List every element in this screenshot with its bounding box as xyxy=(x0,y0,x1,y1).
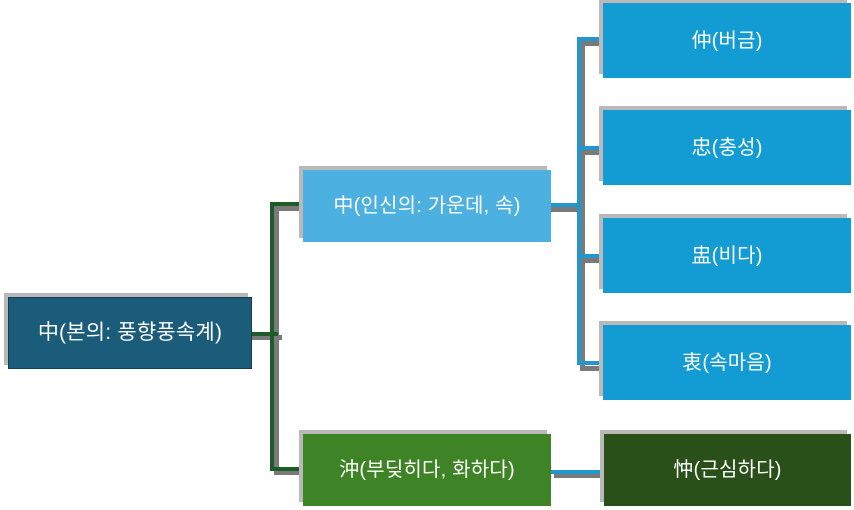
node-leaf-4-fill xyxy=(604,434,851,506)
node-branch-collide-label: 沖(부딪히다, 화하다) xyxy=(339,459,515,481)
edge-root-trunk-shadow xyxy=(274,206,279,475)
node-leaf-1-label: 忠(충성) xyxy=(691,136,763,159)
node-leaf-3-fill xyxy=(603,325,851,400)
node-root-label: 中(본의: 풍향풍속계) xyxy=(37,321,223,345)
node-leaf-chong-worry[interactable]: 忡(근심하다) xyxy=(600,430,851,506)
node-leaf-0-fill xyxy=(603,3,851,78)
edge-middle-to-leaf-2 xyxy=(577,254,603,258)
edge-root-to-branch-collide xyxy=(270,467,303,471)
edge-root-stem xyxy=(250,332,278,336)
edge-middle-to-leaf-0 xyxy=(577,37,603,41)
edge-middle-to-leaf-3 xyxy=(577,361,603,365)
edge-collide-shadow xyxy=(554,474,606,478)
edge-middle-arm2-shadow xyxy=(580,258,604,263)
edge-root-top-arm-shadow xyxy=(274,206,304,211)
node-leaf-0-label: 仲(버금) xyxy=(691,29,763,52)
node-leaf-3-label: 衷(속마음) xyxy=(682,351,772,374)
edge-middle-arm3-shadow xyxy=(580,366,604,371)
node-branch-middle[interactable]: 中(인신의: 가운데, 속) xyxy=(299,166,551,242)
edge-middle-arm1-shadow xyxy=(580,150,604,155)
edge-middle-trunk-shadow xyxy=(580,41,585,368)
edge-collide-to-leaf xyxy=(551,470,603,474)
node-branch-middle-fill xyxy=(303,170,551,242)
edge-root-trunk xyxy=(270,202,274,471)
node-leaf-2-label: 盅(비다) xyxy=(691,244,763,267)
node-leaf-zhong-inner-heart[interactable]: 衷(속마음) xyxy=(599,321,851,400)
edge-root-stem-shadow xyxy=(252,335,282,340)
node-leaf-zhong-second[interactable]: 仲(버금) xyxy=(599,0,851,78)
node-leaf-2-fill xyxy=(603,218,851,293)
edge-middle-arm0-shadow xyxy=(580,41,604,46)
node-branch-collide-fill xyxy=(303,434,551,506)
node-branch-middle-label: 中(인신의: 가운데, 속) xyxy=(333,195,521,217)
node-leaf-zhong-loyalty[interactable]: 忠(충성) xyxy=(599,106,851,185)
node-leaf-1-fill xyxy=(603,110,851,185)
node-branch-collide[interactable]: 沖(부딪히다, 화하다) xyxy=(299,430,551,506)
node-root[interactable]: 中(본의: 풍향풍속계) xyxy=(4,293,252,369)
node-leaf-zhong-empty[interactable]: 盅(비다) xyxy=(599,214,851,293)
edge-middle-stem xyxy=(549,203,581,207)
node-root-fill xyxy=(8,297,252,369)
edge-middle-to-leaf-1 xyxy=(577,146,603,150)
node-leaf-4-label: 忡(근심하다) xyxy=(673,459,782,481)
edge-middle-trunk xyxy=(577,37,581,365)
edge-middle-stem-shadow xyxy=(551,207,584,212)
edge-root-bottom-arm-shadow xyxy=(274,470,304,475)
edge-root-to-branch-middle xyxy=(270,202,303,206)
